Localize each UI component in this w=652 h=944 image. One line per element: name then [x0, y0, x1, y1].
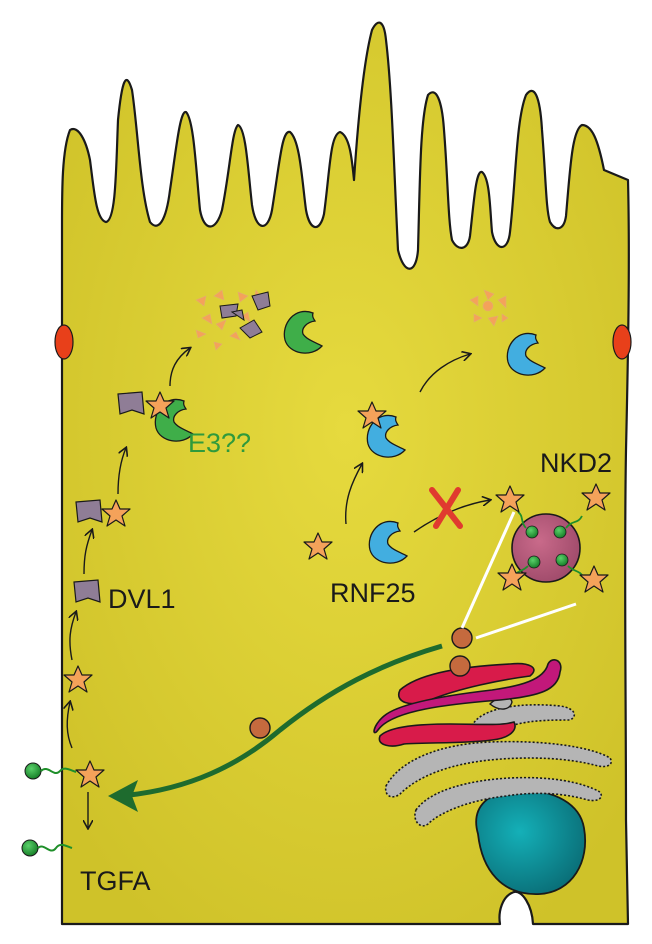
degradation-fragments-right: [469, 289, 509, 327]
arrow-up-3: [83, 530, 92, 575]
golgi-apparatus: [373, 659, 562, 747]
vesicle-transport: [249, 717, 271, 739]
tgfa-membrane-upper: [24, 762, 77, 780]
vesicle-golgi-bud: [449, 655, 471, 677]
transport-arrowhead: [108, 780, 138, 812]
arrow-rnf25-up: [344, 464, 362, 525]
arrow-up-4: [117, 448, 126, 495]
arrow-to-degradation-left: [169, 348, 190, 387]
nkd2-vesicle: [511, 511, 585, 583]
arrow-up-1: [67, 702, 72, 749]
label-nkd2: NKD2: [540, 448, 612, 478]
arrow-up-2: [70, 612, 76, 661]
inhibition-x: [429, 487, 463, 529]
label-rnf25: RNF25: [330, 578, 416, 608]
degradation-fragments-left: [195, 289, 263, 351]
tight-junction-left: [54, 324, 74, 360]
vesicle-golgi-top: [451, 627, 473, 649]
tgfa-membrane-lower: [21, 839, 73, 857]
arrow-blocked: [413, 500, 490, 533]
label-e3: E3??: [188, 428, 251, 458]
zoom-line-lower: [475, 602, 577, 640]
arrow-to-degradation-right: [419, 354, 470, 393]
label-dvl1: DVL1: [108, 584, 176, 614]
degraded-dvl1-fragments: [219, 291, 271, 339]
zoom-line-upper: [460, 511, 516, 629]
dvl1-tgfa-complex-1: [73, 579, 101, 603]
label-tgfa: TGFA: [80, 866, 151, 896]
tight-junction-right: [612, 324, 632, 360]
transport-arrow: [119, 643, 443, 799]
